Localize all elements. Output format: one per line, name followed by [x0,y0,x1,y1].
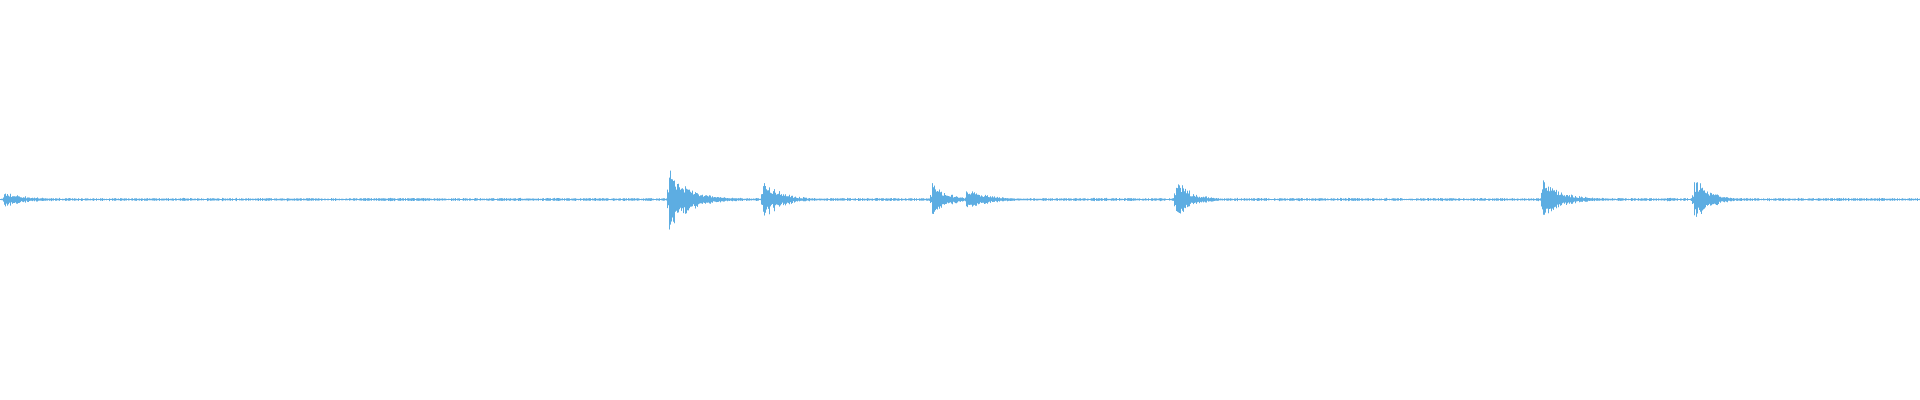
waveform-columns [0,170,1920,230]
